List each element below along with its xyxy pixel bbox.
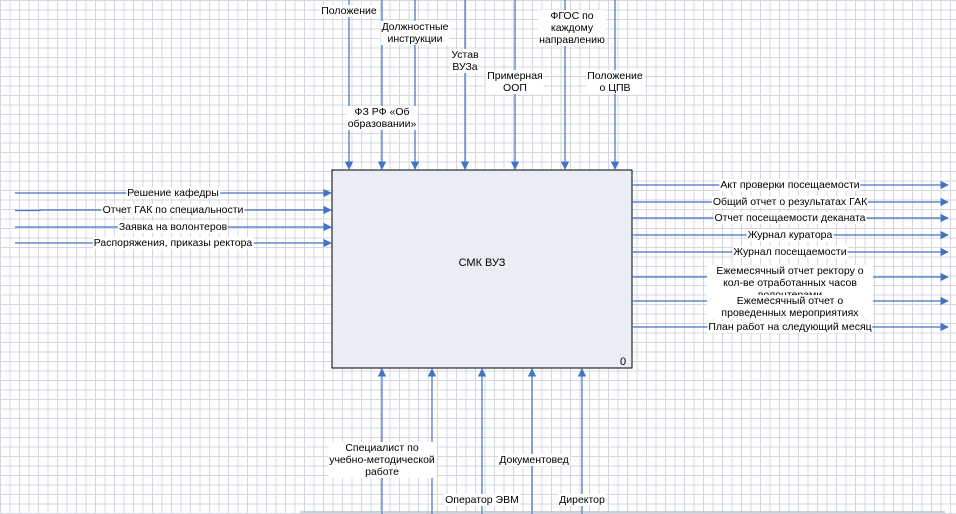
mechanism-arrows — [377, 368, 587, 514]
output-label-plan: План работ на следующий месяц — [707, 321, 873, 333]
output-label-otchet-dekanata: Отчет посещаемости деканата — [713, 212, 867, 224]
mechanism-label-direktor: Директор — [558, 494, 606, 506]
input-label-otchet-gak: Отчет ГАК по специальности — [101, 204, 245, 216]
output-label-zhurnal-kuratora: Журнал куратора — [746, 229, 834, 241]
input-arrows — [15, 188, 332, 248]
control-label-fgos: ФГОС по каждому направлению — [538, 10, 606, 46]
input-label-zayavka: Заявка на волонтеров — [117, 221, 229, 233]
control-label-fz: ФЗ РФ «Об образовании» — [346, 106, 418, 130]
function-block[interactable] — [331, 169, 633, 369]
control-label-instrukcii: Должностные инструкции — [380, 21, 450, 45]
control-label-cpv: Положение о ЦПВ — [586, 70, 644, 94]
output-label-akt: Акт проверки посещаемости — [719, 179, 861, 191]
mechanism-label-operator: Оператор ЭВМ — [444, 494, 520, 506]
output-label-meropriyatiya: Ежемесячный отчет о проведенных мероприя… — [707, 295, 873, 319]
input-label-reshenie: Решение кафедры — [126, 187, 220, 199]
control-label-ustav: Устав ВУЗа — [450, 49, 480, 73]
function-block-number: 0 — [620, 356, 627, 368]
input-label-rasporyazheniya: Распоряжения, приказы ректора — [92, 237, 254, 249]
output-label-zhurnal-poseshch: Журнал посещаемости — [732, 246, 848, 258]
mechanism-label-specialist: Специалист по учебно-методической работе — [328, 442, 436, 478]
control-label-oop: Примерная ООП — [486, 70, 544, 94]
function-block-title: СМК ВУЗ — [458, 257, 506, 269]
mechanism-label-dokumentoved: Документовед — [498, 454, 570, 466]
output-label-obshchiy-otchet: Общий отчет о результатах ГАК — [711, 196, 869, 208]
control-label-polozhenie: Положение — [320, 5, 378, 17]
